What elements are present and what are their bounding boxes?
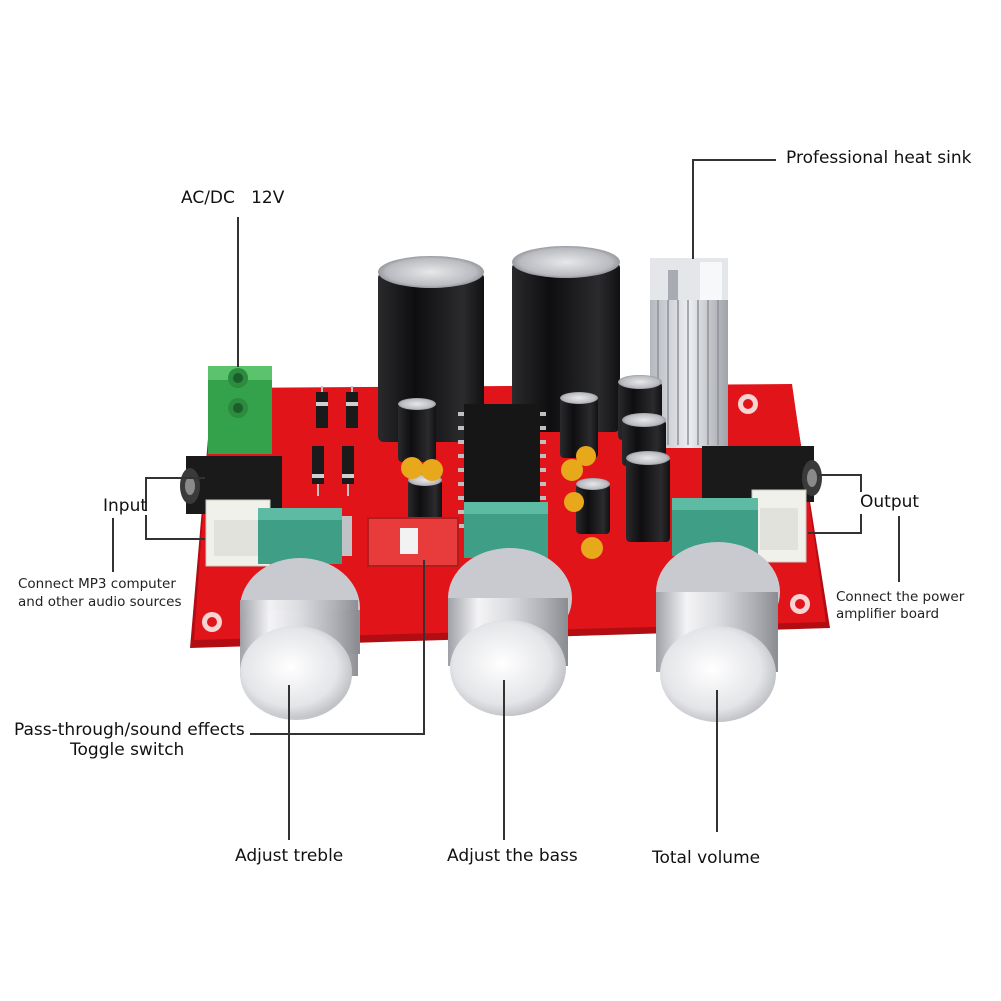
- lead-output-bot: [808, 532, 860, 534]
- heat-sink-label: Professional heat sink: [786, 148, 972, 168]
- lead-output-vert2: [860, 514, 862, 534]
- lead-bass: [503, 680, 505, 840]
- input-note-line-2: and other audio sources: [18, 594, 182, 610]
- potentiometer-volume: [672, 498, 758, 556]
- heat-sink: [650, 258, 728, 448]
- toggle-label-line-2: Toggle switch: [70, 740, 185, 760]
- lead-volume: [716, 690, 718, 832]
- lead-power: [237, 217, 239, 367]
- lead-output-note: [898, 516, 900, 582]
- large-capacitor-right: [512, 246, 620, 432]
- input-note-line-1: Connect MP3 computer: [18, 576, 176, 592]
- lead-output-top: [818, 474, 860, 476]
- output-note-line-1: Connect the power: [836, 589, 965, 605]
- lead-toggle-v: [423, 560, 425, 735]
- output-note-line-2: amplifier board: [836, 606, 940, 622]
- lead-input-vert: [145, 477, 147, 511]
- lead-input-top: [145, 477, 205, 479]
- knob-bass: [448, 548, 572, 716]
- lead-heatsink-v: [692, 159, 694, 259]
- ceramic-capacitors: [401, 446, 603, 559]
- lead-toggle-h: [250, 733, 425, 735]
- lead-output-vert: [860, 474, 862, 492]
- treble-label: Adjust treble: [235, 846, 344, 866]
- lead-input-bot: [145, 538, 205, 540]
- small-capacitors: [398, 375, 670, 542]
- knob-volume: [656, 542, 780, 722]
- output-connector: [751, 489, 807, 563]
- output-label: Output: [860, 492, 920, 512]
- knob-treble: [240, 558, 360, 720]
- bass-label: Adjust the bass: [447, 846, 578, 866]
- power-terminal-block: [208, 366, 272, 454]
- potentiometer-treble: [258, 508, 352, 564]
- lead-input-note: [112, 518, 114, 572]
- power-label: AC/DC 12V: [181, 188, 285, 208]
- lead-input-vert2: [145, 515, 147, 539]
- input-label: Input: [103, 496, 148, 516]
- toggle-label-line-1: Pass-through/sound effects: [14, 720, 245, 740]
- volume-label: Total volume: [652, 848, 761, 868]
- lead-treble: [288, 685, 290, 840]
- lead-heatsink-h: [692, 159, 776, 161]
- toggle-switch: [367, 517, 459, 567]
- diodes: [312, 386, 358, 496]
